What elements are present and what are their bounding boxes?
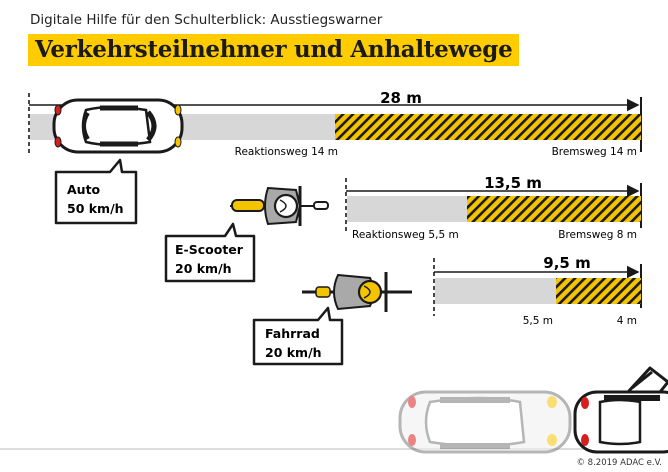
vehicle-speed-auto: 50 km/h <box>67 201 124 216</box>
vehicle-label-escooter: E-Scooter 20 km/h <box>164 222 256 283</box>
parked-car-open-door-icon <box>573 366 668 454</box>
parked-cars-illustration <box>0 366 668 454</box>
braking-bar-escooter <box>467 196 641 222</box>
escooter-rider-icon <box>230 186 329 226</box>
reaction-label-fahrrad: 5,5 m <box>523 315 553 327</box>
reaction-bar-fahrrad <box>435 278 556 304</box>
vehicle-name-auto: Auto <box>67 182 101 197</box>
copyright: © 8.2019 ADAC e.V. <box>576 458 662 468</box>
braking-label-escooter: Bremsweg 8 m <box>558 229 637 241</box>
subtitle: Digitale Hilfe für den Schulterblick: Au… <box>30 12 383 28</box>
total-label-auto: 28 m <box>380 89 422 107</box>
row-escooter: 13,5 m Reaktionsweg 5,5 m Bremsweg 8 m E… <box>164 174 642 283</box>
vehicle-speed-escooter: 20 km/h <box>175 261 232 276</box>
reaction-bar-escooter <box>347 196 467 222</box>
bicycle-rider-icon <box>302 272 412 312</box>
braking-label-auto: Bremsweg 14 m <box>552 146 637 158</box>
total-label-fahrrad: 9,5 m <box>543 254 590 272</box>
vehicle-name-escooter: E-Scooter <box>175 242 244 257</box>
page-title: Verkehrsteilnehmer und Anhaltewege <box>35 36 513 63</box>
vehicle-label-auto: Auto 50 km/h <box>54 158 138 225</box>
row-fahrrad: 9,5 m 5,5 m 4 m Fahrrad 20 km/h <box>252 254 642 366</box>
car-icon <box>52 98 184 154</box>
row-auto: 28 m Reaktionsweg 14 m Bremsweg 14 m Aut… <box>28 89 642 225</box>
title-banner: Verkehrsteilnehmer und Anhaltewege <box>28 34 520 66</box>
reaction-label-auto: Reaktionsweg 14 m <box>235 146 338 158</box>
braking-label-fahrrad: 4 m <box>617 315 637 327</box>
braking-bar-auto <box>335 114 641 140</box>
reaction-label-escooter: Reaktionsweg 5,5 m <box>352 229 459 241</box>
braking-bar-fahrrad <box>556 278 641 304</box>
vehicle-label-fahrrad: Fahrrad 20 km/h <box>252 306 344 366</box>
vehicle-speed-fahrrad: 20 km/h <box>265 345 322 360</box>
parked-car-grey-icon <box>398 390 572 454</box>
total-label-escooter: 13,5 m <box>484 174 542 192</box>
vehicle-name-fahrrad: Fahrrad <box>265 326 320 341</box>
